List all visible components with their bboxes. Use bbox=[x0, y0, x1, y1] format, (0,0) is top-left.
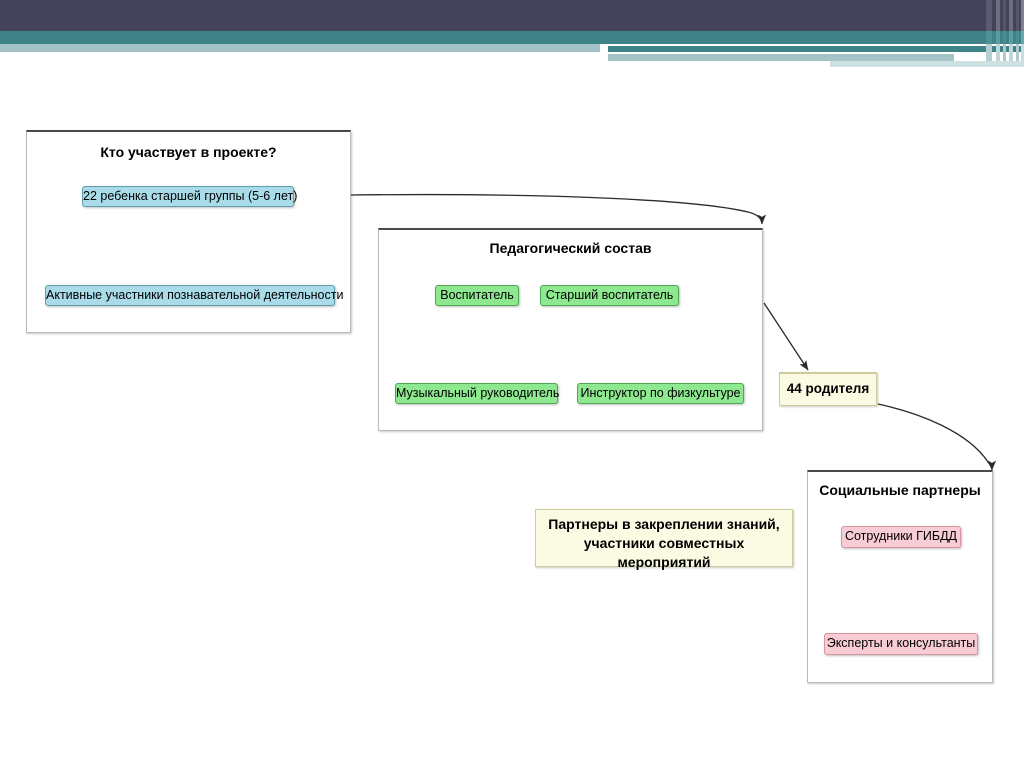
header-stripe-5-dark bbox=[1016, 0, 1019, 31]
chip-vospitatel[interactable]: Воспитатель bbox=[435, 285, 519, 306]
partners-note[interactable]: Партнеры в закреплении знаний, участники… bbox=[535, 509, 793, 570]
header-stripe-4-dark bbox=[1009, 0, 1013, 31]
header-stripe-5-teal bbox=[1016, 31, 1019, 44]
partners-note-line2: участники совместных мероприятий bbox=[583, 535, 745, 570]
connector-participants-to-staff bbox=[350, 193, 767, 225]
chip-senior-vospitatel[interactable]: Старший воспитатель bbox=[540, 285, 679, 306]
participants-box[interactable]: Кто участвует в проекте? 22 ребенка стар… bbox=[26, 130, 351, 333]
header-accent-bar-pale bbox=[830, 61, 1024, 67]
header-stripe-6-teal bbox=[1021, 31, 1024, 44]
header-stripe-6-light bbox=[1021, 44, 1024, 61]
header-accent-bar-teal bbox=[608, 46, 1024, 52]
chip-active-participants[interactable]: Активные участники познавательной деятел… bbox=[45, 285, 343, 306]
social-partners-box-title: Социальные партнеры bbox=[819, 482, 981, 498]
chip-children-count[interactable]: 22 ребенка старшей группы (5-6 лет) bbox=[82, 186, 297, 207]
chip-music-director[interactable]: Музыкальный руководитель bbox=[395, 383, 559, 404]
connector-parents-to-partners bbox=[877, 403, 997, 471]
participants-box-title: Кто участвует в проекте? bbox=[100, 144, 277, 160]
header-stripe-3-light bbox=[1003, 44, 1006, 61]
chip-experts-consultants[interactable]: Эксперты и консультанты bbox=[824, 633, 978, 655]
parents-node[interactable]: 44 родителя bbox=[779, 372, 877, 406]
header-stripe-3-dark bbox=[1003, 0, 1006, 31]
header-teal-band bbox=[0, 31, 1024, 44]
chip-pe-instructor[interactable]: Инструктор по физкультуре bbox=[577, 383, 744, 404]
partners-note-line1: Партнеры в закреплении знаний, bbox=[548, 516, 780, 532]
header-stripe-3-teal bbox=[1003, 31, 1006, 44]
header-stripe-4-light bbox=[1009, 44, 1013, 61]
header-stripe-6-dark bbox=[1021, 0, 1024, 31]
teaching-staff-box[interactable]: Педагогический состав Воспитатель Старши… bbox=[378, 228, 763, 431]
teaching-staff-box-title: Педагогический состав bbox=[489, 240, 652, 256]
header-stripe-2-teal bbox=[996, 31, 1000, 44]
social-partners-box[interactable]: Социальные партнеры Сотрудники ГИБДД Экс… bbox=[807, 470, 993, 683]
header-light-band bbox=[0, 44, 1024, 52]
connector-staff-to-parents bbox=[763, 302, 809, 371]
header-dark-band bbox=[0, 0, 1024, 31]
header-stripe-4-teal bbox=[1009, 31, 1013, 44]
header-stripe-1-dark bbox=[986, 0, 992, 31]
chip-gibdd-staff[interactable]: Сотрудники ГИБДД bbox=[841, 526, 961, 548]
header-accent-bar-light bbox=[608, 54, 954, 61]
header-stripe-1-light bbox=[986, 44, 992, 61]
header-stripe-2-light bbox=[996, 44, 1000, 61]
parents-node-label: 44 родителя bbox=[786, 381, 870, 396]
header-stripe-1-teal bbox=[986, 31, 992, 44]
header-stripe-5-light bbox=[1016, 44, 1019, 61]
header-stripe-2-dark bbox=[996, 0, 1000, 31]
